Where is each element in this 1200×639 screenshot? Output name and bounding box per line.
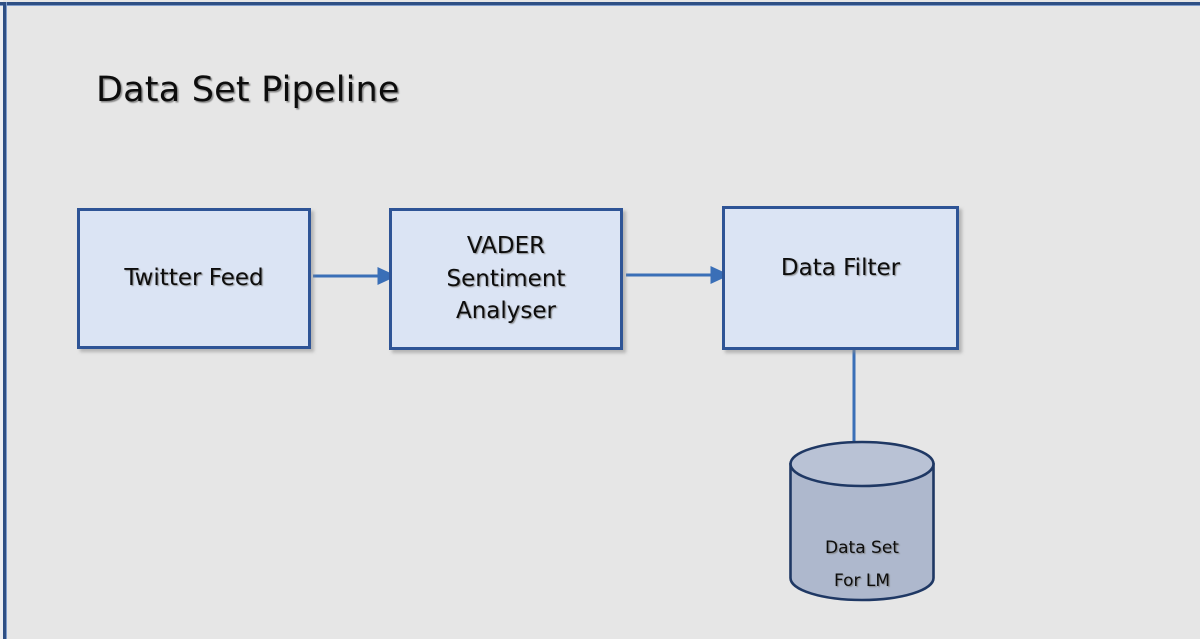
node-data-set-for-lm[interactable]: Data Set For LM [788, 440, 936, 602]
node-data-filter-label: Data Filter [781, 252, 900, 285]
node-twitter-feed[interactable]: Twitter Feed [77, 208, 311, 349]
page-title: Data Set Pipeline [96, 70, 400, 110]
frame-left-rule [3, 2, 6, 639]
node-data-filter[interactable]: Data Filter [722, 206, 959, 350]
frame-top-hairline [0, 5, 1200, 6]
cylinder-icon [789, 440, 935, 602]
node-vader-sentiment-analyser[interactable]: VADER Sentiment Analyser [389, 208, 623, 350]
node-label-line: VADER [466, 233, 546, 260]
node-data-set-for-lm-label: Data Set For LM [788, 532, 936, 598]
node-label-line: Twitter Feed [124, 265, 264, 292]
node-label-line: Sentiment [446, 265, 566, 292]
frame-left-margin [0, 0, 3, 639]
node-label-line: For LM [833, 571, 891, 592]
node-label-line: Data Filter [780, 254, 901, 281]
node-twitter-feed-label: Twitter Feed [124, 262, 263, 295]
frame-top-rule [0, 2, 1200, 5]
node-label-line: Analyser [455, 298, 556, 325]
frame-left-hairline [6, 2, 7, 639]
node-vader-sentiment-analyser-label: VADER Sentiment Analyser [447, 230, 566, 328]
node-label-line: Data Set [825, 538, 899, 558]
